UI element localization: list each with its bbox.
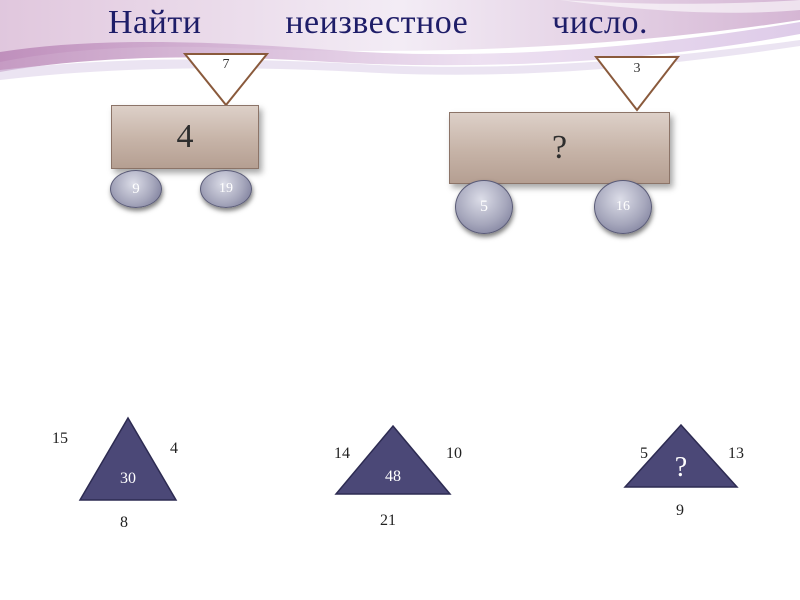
triangle-2-bottom-number: 21 bbox=[380, 512, 396, 529]
title-word-1: Найти bbox=[108, 4, 202, 41]
title-word-2: неизвестное bbox=[285, 4, 469, 41]
cart-2-wheel-left-number: 5 bbox=[480, 198, 488, 215]
cart-1-wheel-left: 9 bbox=[110, 170, 162, 208]
cart-1-top-number: 7 bbox=[222, 57, 230, 72]
cart-1-body: 4 bbox=[111, 105, 259, 169]
cart-2-top-flag bbox=[594, 56, 680, 112]
triangle-2-right-number: 10 bbox=[446, 445, 462, 462]
cart-2-body: ? bbox=[449, 112, 670, 184]
triangle-2-center: 48 bbox=[385, 468, 401, 485]
triangle-1-center: 30 bbox=[120, 470, 136, 487]
triangle-1-left-number: 15 bbox=[52, 430, 68, 447]
triangle-1-bottom-number: 8 bbox=[120, 514, 128, 531]
title-word-3: число. bbox=[552, 4, 648, 41]
triangle-3-center: ? bbox=[674, 452, 688, 483]
page-title: Найти неизвестное число. bbox=[108, 4, 648, 42]
triangle-3-left-number: 5 bbox=[640, 445, 648, 462]
cart-2-wheel-right: 16 bbox=[594, 180, 652, 234]
cart-1-wheel-right: 19 bbox=[200, 170, 252, 208]
triangle-3-shape bbox=[623, 423, 739, 488]
triangle-3-bottom-number: 9 bbox=[676, 502, 684, 519]
cart-2-body-number: ? bbox=[551, 129, 568, 166]
triangle-2-shape bbox=[334, 424, 452, 495]
cart-1-top-flag bbox=[183, 53, 269, 107]
triangle-3-right-number: 13 bbox=[728, 445, 744, 462]
cart-1-body-number: 4 bbox=[176, 118, 194, 155]
triangle-2-left-number: 14 bbox=[334, 445, 350, 462]
cart-1-wheel-right-number: 19 bbox=[219, 181, 233, 196]
cart-2-wheel-right-number: 16 bbox=[616, 199, 630, 214]
cart-1-wheel-left-number: 9 bbox=[132, 180, 140, 197]
triangle-1-shape bbox=[78, 416, 178, 501]
cart-2-top-number: 3 bbox=[633, 61, 641, 76]
cart-2-wheel-left: 5 bbox=[455, 180, 513, 234]
triangle-1-right-number: 4 bbox=[170, 440, 178, 457]
